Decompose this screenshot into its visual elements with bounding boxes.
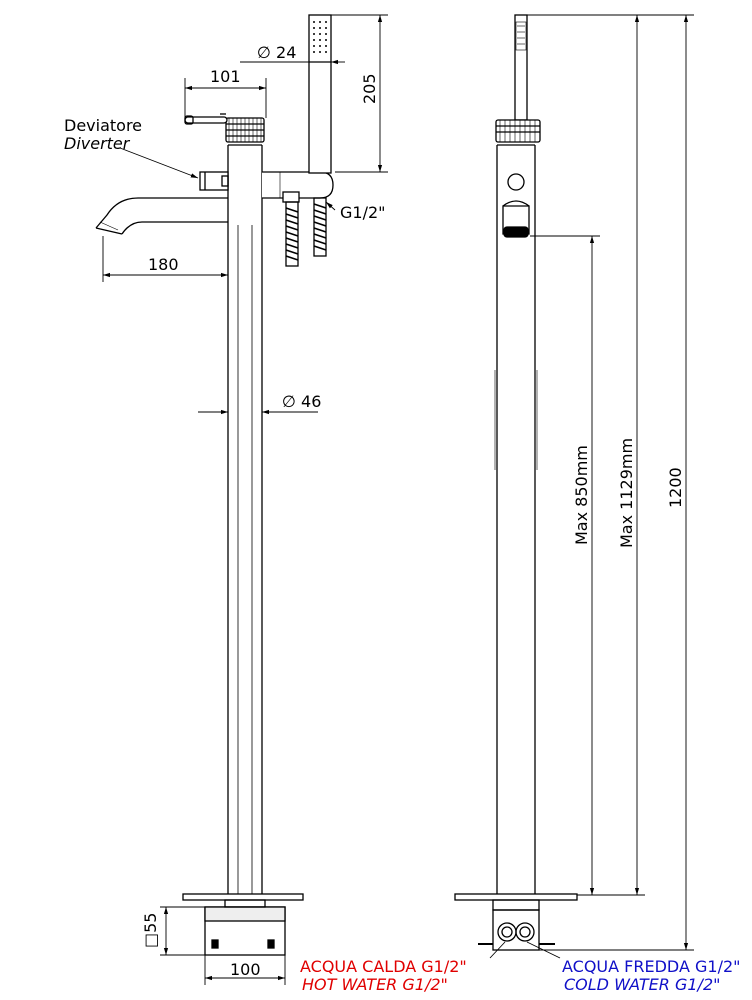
- dim-hose-thread: G1/2": [340, 203, 386, 222]
- dim-shower-height: 205: [360, 73, 379, 104]
- dim-column-diameter: ∅ 46: [282, 392, 321, 411]
- front-floor-plate: [182, 893, 304, 901]
- side-base: [478, 899, 555, 951]
- dim-overall-height: 1200: [666, 467, 685, 508]
- shower-head-dots: [313, 21, 327, 53]
- front-hand-shower: [308, 14, 332, 174]
- label-cold-water-en: COLD WATER G1/2": [564, 975, 720, 994]
- label-hot-water-it: ACQUA CALDA G1/2": [300, 957, 467, 976]
- side-view: [454, 14, 578, 951]
- label-diverter-en: Diverter: [64, 134, 131, 153]
- side-column: [494, 144, 538, 895]
- front-hoses: [282, 191, 327, 267]
- side-diverter-and-spout: [502, 173, 530, 238]
- side-cap-ring: [495, 119, 541, 143]
- front-cap-ring: [225, 117, 265, 143]
- front-view: [95, 14, 334, 956]
- label-hot-water-en: HOT WATER G1/2": [302, 975, 448, 994]
- label-diverter-it: Deviatore: [64, 116, 142, 135]
- front-base-box: [204, 899, 286, 956]
- front-dimensions: [102, 14, 388, 985]
- front-lever-handle: [184, 113, 228, 125]
- dim-base-width: 100: [230, 960, 261, 979]
- side-hand-shower: [514, 14, 528, 121]
- dim-total-max-height: Max 1129mm: [617, 438, 636, 548]
- label-cold-water-it: ACQUA FREDDA G1/2": [562, 957, 741, 976]
- side-floor-plate: [454, 893, 578, 901]
- dim-spout-max-height: Max 850mm: [572, 445, 591, 545]
- dim-base-height: □55: [141, 913, 160, 948]
- front-spout: [95, 197, 228, 235]
- dim-shower-diameter: ∅ 24: [257, 43, 296, 62]
- dim-handle-width: 101: [210, 67, 241, 86]
- dim-spout-reach: 180: [148, 255, 179, 274]
- front-diverter-knob: [199, 171, 229, 191]
- side-dimensions: [489, 14, 694, 959]
- front-column: [227, 144, 263, 895]
